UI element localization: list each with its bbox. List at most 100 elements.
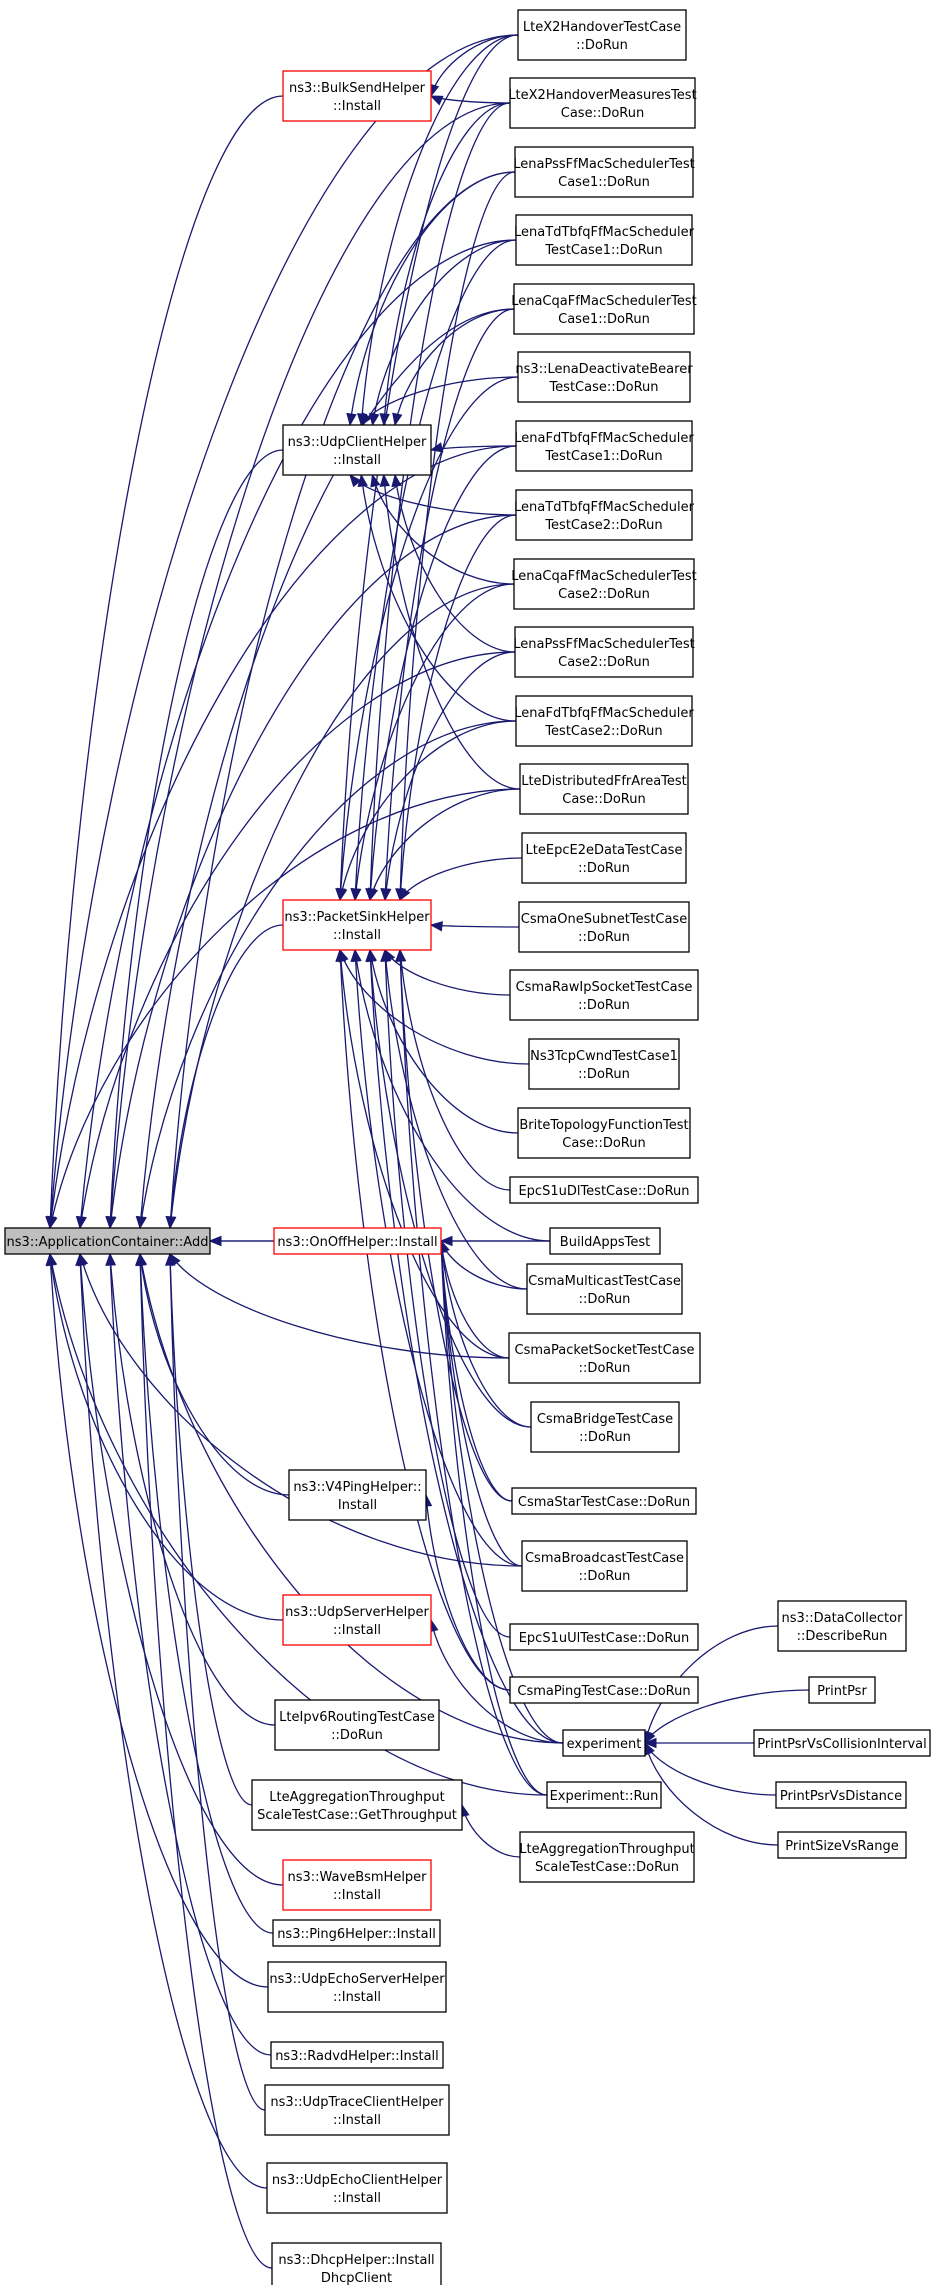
node-label-line: TestCase2::DoRun [544, 518, 662, 533]
arrowhead-expRun-to-root [46, 1252, 58, 1267]
node-box [519, 1831, 695, 1883]
node-csmaraw[interactable]: CsmaRawIpSocketTestCase::DoRun [509, 969, 699, 1021]
node-packetsink[interactable]: ns3::PacketSinkHelper::Install [282, 899, 432, 951]
node-label-line: ns3::ApplicationContainer::Add [7, 1235, 209, 1250]
edge-csmapacket-to-packetsink [339, 949, 510, 1359]
node-csmabroadcast[interactable]: CsmaBroadcastTestCase::DoRun [521, 1540, 688, 1592]
node-csmabridge[interactable]: CsmaBridgeTestCase::DoRun [530, 1401, 680, 1453]
node-datacollector[interactable]: ns3::DataCollector::DescribeRun [777, 1600, 907, 1652]
edge-epce2e-to-packetsink [399, 857, 523, 901]
node-csmapacket[interactable]: CsmaPacketSocketTestCase::DoRun [508, 1332, 701, 1384]
edge-cqa1-to-root [139, 308, 515, 1229]
node-box [272, 1919, 441, 1947]
node-label-line: CsmaBroadcastTestCase [525, 1551, 684, 1566]
edge-fdtbfq2-to-udpclient [360, 474, 517, 722]
edge-csmabroadcast-to-root [79, 1253, 523, 1567]
node-box [562, 1729, 646, 1757]
node-udptrace[interactable]: ns3::UdpTraceClientHelper::Install [264, 2084, 450, 2136]
node-box [515, 420, 693, 472]
node-label-line: PrintSizeVsRange [785, 1839, 898, 1854]
node-buildapps[interactable]: BuildAppsTest [549, 1227, 661, 1255]
edge-csmamulti-to-packetsink [384, 949, 528, 1290]
node-label-line: CsmaStarTestCase::DoRun [518, 1495, 690, 1510]
edge-csmabroadcast-to-onoff [440, 1240, 523, 1567]
node-epcul[interactable]: EpcS1uUlTestCase::DoRun [509, 1623, 699, 1651]
node-printcoll[interactable]: PrintPsrVsCollisionInterval [753, 1729, 931, 1757]
node-box [282, 899, 432, 951]
node-v4ping[interactable]: ns3::V4PingHelper::Install [288, 1469, 427, 1521]
edge-v4ping-to-root [139, 1253, 290, 1496]
arrowhead-pss2-to-root [76, 1215, 87, 1230]
node-printsize[interactable]: PrintSizeVsRange [777, 1831, 907, 1859]
node-box [777, 1831, 907, 1859]
edge-x2handover-to-udpclient [360, 34, 519, 426]
node-box [273, 1227, 442, 1255]
node-label-line: Case2::DoRun [558, 587, 650, 602]
node-box [517, 1107, 691, 1159]
node-label-line: EpcS1uUlTestCase::DoRun [519, 1631, 690, 1646]
edge-x2measures-to-root [109, 102, 511, 1229]
node-aggdorun[interactable]: LteAggregationThroughputScaleTestCase::D… [519, 1831, 695, 1883]
node-label-line: LenaTdTbfqFfMacScheduler [514, 500, 695, 515]
node-aggthroughput[interactable]: LteAggregationThroughputScaleTestCase::G… [251, 1779, 463, 1831]
node-csmaping[interactable]: CsmaPingTestCase::DoRun [509, 1676, 699, 1704]
node-label-line: ns3::WaveBsmHelper [287, 1870, 427, 1885]
arrowhead-fdtbfq2-to-packetsink [337, 887, 348, 902]
edge-tdtbfq2-to-packetsink [399, 514, 517, 901]
node-root[interactable]: ns3::ApplicationContainer::Add [4, 1227, 211, 1255]
node-box [509, 1176, 699, 1204]
node-udpechoclient[interactable]: ns3::UdpEchoClientHelper::Install [266, 2162, 448, 2214]
edge-udpechoserver-to-root [49, 1253, 269, 1988]
edge-radvd-to-root [109, 1253, 272, 2056]
node-label-line: ::Install [333, 928, 381, 943]
node-box [274, 1699, 440, 1751]
node-ping6[interactable]: ns3::Ping6Helper::Install [272, 1919, 441, 1947]
arrowhead-x2measures-to-udpclient [379, 413, 390, 427]
node-label-line: ns3::LenaDeactivateBearer [515, 362, 693, 377]
node-ipv6routing[interactable]: LteIpv6RoutingTestCase::DoRun [274, 1699, 440, 1751]
edge-distffr-to-root [49, 788, 521, 1229]
node-box [530, 1401, 680, 1453]
node-csmamulti[interactable]: CsmaMulticastTestCase::DoRun [526, 1263, 683, 1315]
node-printdist[interactable]: PrintPsrVsDistance [775, 1781, 907, 1809]
node-udpserver[interactable]: ns3::UdpServerHelper::Install [282, 1594, 432, 1646]
node-x2handover[interactable]: LteX2HandoverTestCase::DoRun [517, 9, 687, 61]
node-label-line: ns3::UdpTraceClientHelper [270, 2095, 444, 2110]
node-epce2e[interactable]: LteEpcE2eDataTestCase::DoRun [521, 832, 687, 884]
arrowhead-expRun-to-packetsink [395, 948, 406, 962]
node-radvd[interactable]: ns3::RadvdHelper::Install [270, 2041, 444, 2069]
node-label-line: LteDistributedFfrAreaTest [521, 774, 687, 789]
edge-wavebsm-to-root [79, 1253, 284, 1886]
node-udpechoserver[interactable]: ns3::UdpEchoServerHelper::Install [267, 1961, 447, 2013]
node-epcdl[interactable]: EpcS1uDlTestCase::DoRun [509, 1176, 699, 1204]
edge-x2handover-to-packetsink [339, 34, 519, 901]
node-label-line: ::DoRun [578, 998, 630, 1013]
node-csmastar[interactable]: CsmaStarTestCase::DoRun [511, 1487, 697, 1515]
node-bulksend[interactable]: ns3::BulkSendHelper::Install [282, 70, 432, 122]
arrowhead-printcoll-to-experiment [643, 1737, 657, 1749]
edge-packetsink-to-root [169, 924, 284, 1229]
node-printpsr[interactable]: PrintPsr [808, 1676, 876, 1704]
node-csmaone[interactable]: CsmaOneSubnetTestCase::DoRun [518, 901, 690, 953]
node-onoff[interactable]: ns3::OnOffHelper::Install [273, 1227, 442, 1255]
node-wavebsm[interactable]: ns3::WaveBsmHelper::Install [282, 1859, 432, 1911]
node-udpclient[interactable]: ns3::UdpClientHelper::Install [282, 424, 432, 476]
edge-bulksend-to-root [49, 95, 284, 1229]
node-expRun[interactable]: Experiment::Run [546, 1781, 662, 1809]
node-experiment[interactable]: experiment [562, 1729, 646, 1757]
node-ns3tcp[interactable]: Ns3TcpCwndTestCase1::DoRun [528, 1038, 680, 1090]
edge-csmabridge-to-onoff [440, 1240, 532, 1428]
